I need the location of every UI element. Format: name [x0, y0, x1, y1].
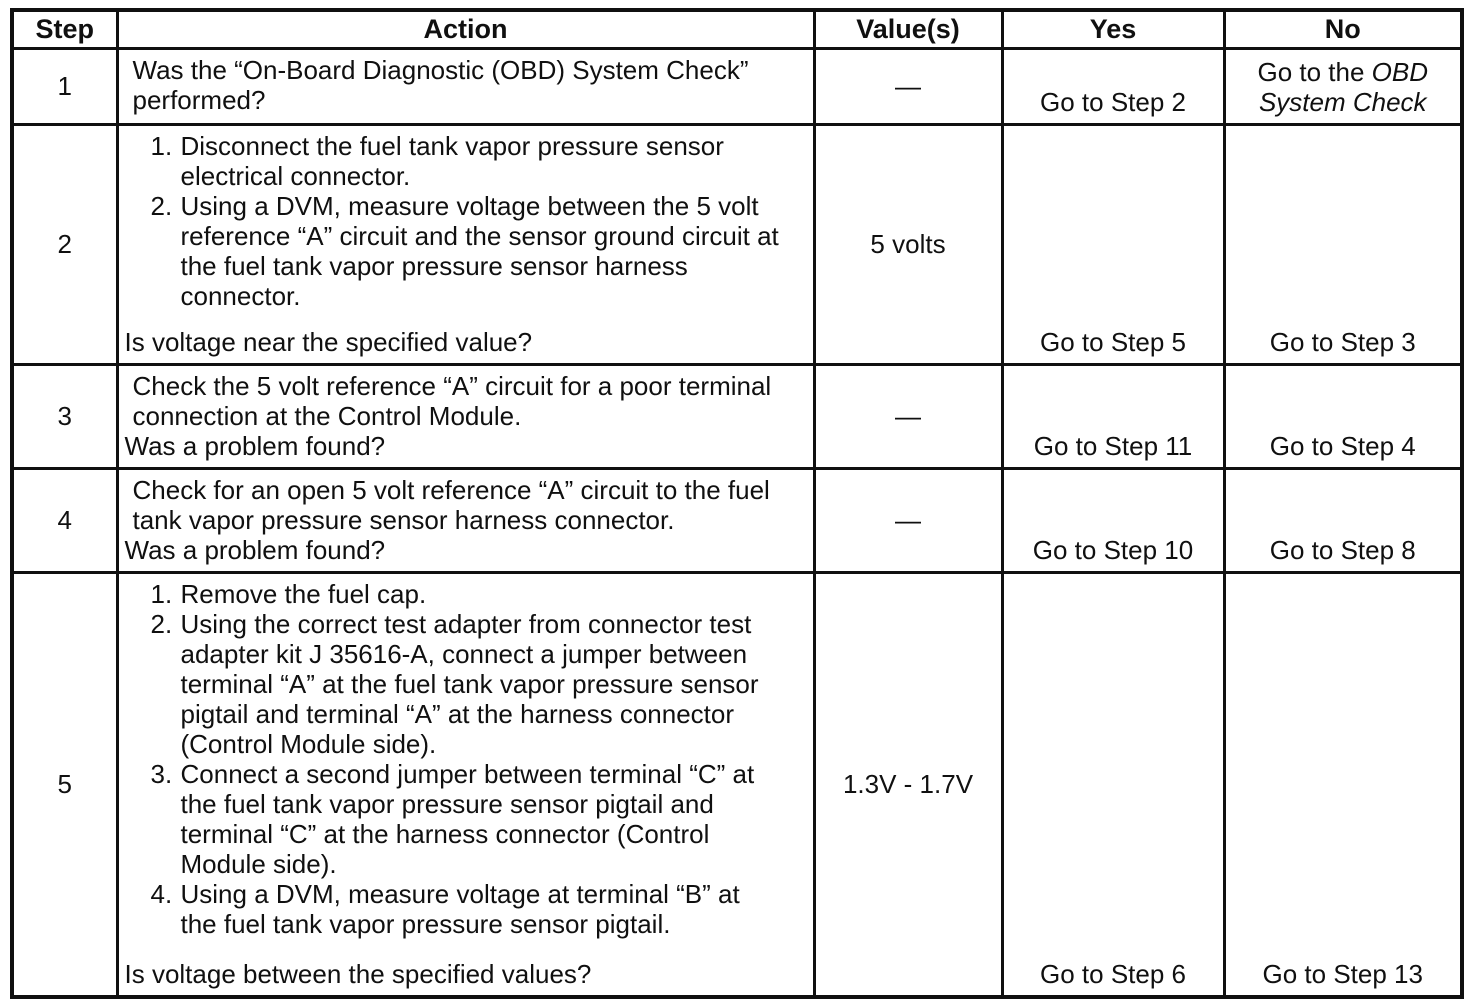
no-cell: Go to Step 3	[1222, 122, 1464, 366]
column-header-values: Value(s)	[812, 8, 1004, 50]
action-body: Was the “On-Board Diagnostic (OBD) Syste…	[125, 55, 805, 115]
action-text: Check the 5 volt reference “A” circuit f…	[132, 370, 772, 431]
no-cell-text: Go to Step 4	[1269, 430, 1416, 461]
action-text: Check for an open 5 volt reference “A” c…	[132, 474, 770, 535]
table-row: 2 1.Disconnect the fuel tank vapor pressu…	[10, 122, 1464, 366]
list-number: 3.	[150, 758, 173, 789]
action-list-item: 4.Using a DVM, measure voltage at termin…	[151, 879, 805, 939]
action-question: Is voltage between the specified values?	[124, 958, 592, 989]
step-cell: 2	[10, 122, 119, 366]
action-list-item: 1.Remove the fuel cap.	[151, 579, 805, 609]
list-number: 2.	[150, 190, 173, 221]
no-cell-text: Go to the	[1257, 56, 1372, 87]
action-question: Is voltage near the specified value?	[124, 326, 533, 357]
no-cell: Go to Step 13	[1222, 570, 1464, 998]
step-cell: 1	[10, 46, 119, 126]
no-cell-text: Go to Step 13	[1262, 958, 1423, 989]
list-number: 1.	[150, 130, 173, 161]
value-cell: 1.3V - 1.7V	[812, 570, 1004, 998]
action-question: Was a problem found?	[124, 430, 386, 461]
list-number: 1.	[150, 578, 173, 609]
action-list-item: 3.Connect a second jumper between termin…	[151, 759, 805, 879]
no-cell: Go to the OBD System Check	[1222, 46, 1464, 126]
column-header-yes: Yes	[1000, 8, 1226, 50]
list-number: 2.	[150, 608, 173, 639]
yes-cell: Go to Step 5	[1000, 122, 1226, 366]
list-item-text: Disconnect the fuel tank vapor pressure …	[180, 130, 724, 191]
column-header-step: Step	[10, 8, 119, 50]
header-row: Step Action Value(s) Yes No	[10, 8, 1464, 50]
value-cell: —	[812, 466, 1004, 574]
action-body: Check for an open 5 volt reference “A” c…	[125, 475, 805, 535]
list-item-text: Remove the fuel cap.	[180, 578, 427, 609]
column-header-no: No	[1222, 8, 1464, 50]
yes-cell: Go to Step 2	[1000, 46, 1226, 126]
action-body: Check the 5 volt reference “A” circuit f…	[125, 371, 805, 431]
action-content: 1.Remove the fuel cap.2.Using the correc…	[125, 579, 805, 989]
action-text: Was the “On-Board Diagnostic (OBD) Syste…	[132, 54, 749, 115]
table-header: Step Action Value(s) Yes No	[10, 8, 1464, 50]
list-number: 4.	[150, 878, 173, 909]
step-cell: 4	[10, 466, 119, 574]
action-content: Check the 5 volt reference “A” circuit f…	[125, 371, 805, 461]
action-question: Was a problem found?	[124, 534, 386, 565]
action-cell: Was the “On-Board Diagnostic (OBD) Syste…	[115, 46, 816, 126]
list-item-text: Connect a second jumper between terminal…	[180, 758, 755, 879]
action-cell: 1.Disconnect the fuel tank vapor pressur…	[115, 122, 816, 366]
value-cell: 5 volts	[812, 122, 1004, 366]
list-item-text: Using a DVM, measure voltage between the…	[180, 190, 779, 311]
no-cell-text: Go to Step 8	[1269, 534, 1416, 565]
action-list-item: 2.Using a DVM, measure voltage between t…	[151, 191, 805, 311]
yes-cell: Go to Step 11	[1000, 362, 1226, 470]
no-cell: Go to Step 8	[1222, 466, 1464, 574]
value-cell: —	[812, 362, 1004, 470]
yes-cell: Go to Step 10	[1000, 466, 1226, 574]
step-cell: 3	[10, 362, 119, 470]
no-cell-text: OBD System Check	[1258, 56, 1429, 117]
list-item-text: Using a DVM, measure voltage at terminal…	[180, 878, 740, 939]
action-list-item: 1.Disconnect the fuel tank vapor pressur…	[151, 131, 805, 191]
yes-cell: Go to Step 6	[1000, 570, 1226, 998]
action-content: Check for an open 5 volt reference “A” c…	[125, 475, 805, 565]
action-content: Was the “On-Board Diagnostic (OBD) Syste…	[125, 55, 805, 117]
action-content: 1.Disconnect the fuel tank vapor pressur…	[125, 131, 805, 357]
no-cell-text: Go to Step 3	[1269, 326, 1416, 357]
action-body: 1.Disconnect the fuel tank vapor pressur…	[125, 131, 805, 311]
value-cell: —	[812, 46, 1004, 126]
action-cell: Check for an open 5 volt reference “A” c…	[115, 466, 816, 574]
list-item-text: Using the correct test adapter from conn…	[180, 608, 759, 759]
action-cell: Check the 5 volt reference “A” circuit f…	[115, 362, 816, 470]
action-list-item: 2.Using the correct test adapter from co…	[151, 609, 805, 759]
column-header-action: Action	[115, 8, 816, 50]
action-cell: 1.Remove the fuel cap.2.Using the correc…	[115, 570, 816, 998]
no-cell: Go to Step 4	[1222, 362, 1464, 470]
step-cell: 5	[10, 570, 119, 998]
action-body: 1.Remove the fuel cap.2.Using the correc…	[125, 579, 805, 939]
